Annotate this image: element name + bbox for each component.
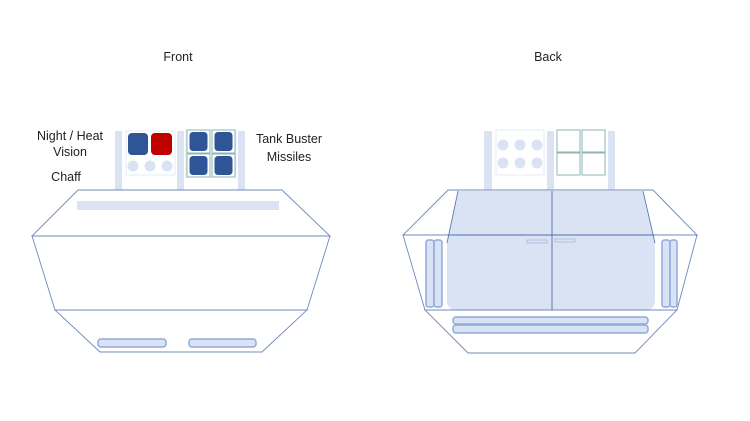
door-handle-right[interactable] — [554, 238, 576, 243]
front-hull — [30, 189, 332, 353]
chaff-label: Chaff — [51, 170, 81, 184]
chaff-launcher — [161, 160, 173, 172]
chaff-launcher — [144, 160, 156, 172]
night-heat-label-2: Vision — [53, 145, 87, 159]
front-upper-strip — [77, 201, 279, 210]
night-heat-label-1: Night / Heat — [37, 129, 104, 143]
front-post-left — [115, 131, 122, 190]
missile — [214, 156, 233, 175]
back-view: Back — [401, 50, 699, 354]
rear-bumper-bar — [452, 324, 649, 334]
heat-vision-sensor — [151, 133, 172, 155]
door-handle-left[interactable] — [526, 239, 548, 244]
missile — [189, 156, 208, 175]
front-view: Front Night / Heat Vision Chaff Tank Bus… — [30, 50, 332, 353]
front-left-pod — [125, 130, 176, 176]
tank-buster-label-1: Tank Buster — [256, 132, 322, 146]
rear-light-left — [425, 239, 435, 308]
rear-light-right — [669, 239, 678, 308]
front-post-right — [238, 131, 245, 190]
front-light-left — [97, 338, 167, 348]
rear-bumper-bar — [452, 316, 649, 325]
missile — [214, 132, 233, 151]
rear-doors — [447, 191, 655, 310]
tank-buster-label-2: Missiles — [267, 150, 311, 164]
back-hull — [401, 189, 699, 354]
back-post-middle — [547, 131, 554, 190]
front-missile-pod — [185, 129, 237, 178]
missile — [189, 132, 208, 151]
front-light-right — [188, 338, 257, 348]
night-vision-sensor — [128, 133, 148, 155]
back-post-right — [608, 131, 615, 190]
back-missile-pod — [556, 129, 606, 176]
rear-light-right — [661, 239, 671, 308]
front-title: Front — [163, 50, 193, 64]
front-post-middle — [177, 131, 184, 190]
back-chaff-pod — [495, 129, 545, 176]
chaff-launcher — [127, 160, 139, 172]
rear-light-left — [433, 239, 443, 308]
back-title: Back — [534, 50, 563, 64]
back-post-left — [484, 131, 492, 190]
